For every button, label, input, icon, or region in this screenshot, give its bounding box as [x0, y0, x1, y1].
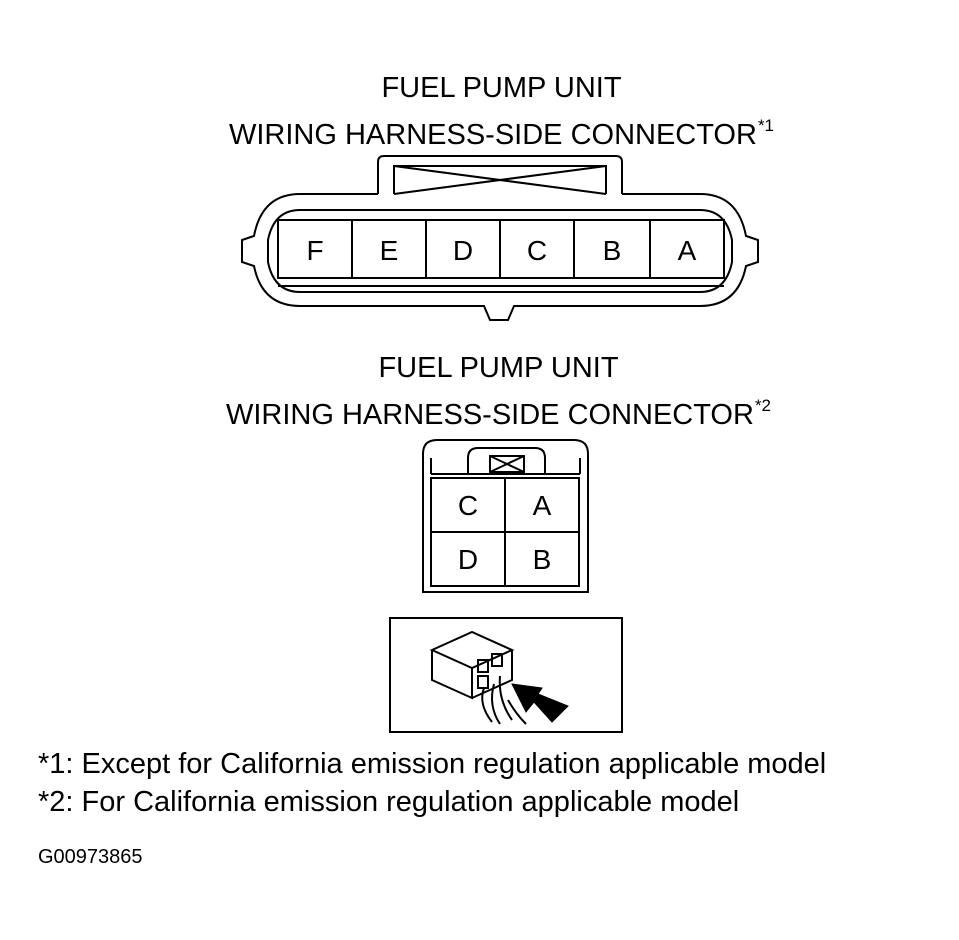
footnote-2: *2: For California emission regulation a…	[38, 786, 740, 818]
connector2-pin-a: A	[533, 490, 552, 521]
figure-id: G00973865	[38, 846, 143, 868]
connector1-pin-e: E	[380, 235, 399, 266]
connector1-pin-d: D	[453, 235, 473, 266]
view-direction-arrow	[511, 683, 569, 723]
connector2-footnote-ref: *2	[754, 396, 772, 415]
connector1-title-line1: FUEL PUMP UNIT	[381, 72, 622, 104]
connector1-pin-a: A	[678, 235, 697, 266]
connector2-body	[422, 439, 589, 593]
connector1-title-line2: WIRING HARNESS-SIDE CONNECTOR*1	[228, 116, 775, 151]
connector2-pin-d: D	[458, 544, 478, 575]
footnote-1: *1: Except for California emission regul…	[38, 748, 827, 780]
connector2-title-line2: WIRING HARNESS-SIDE CONNECTOR*2	[225, 396, 772, 431]
connector1-footnote-ref: *1	[757, 116, 775, 135]
connector2-pin-c: C	[458, 490, 478, 521]
connector1-body	[241, 155, 759, 321]
connector1-pin-b: B	[603, 235, 622, 266]
view-direction-inset	[389, 617, 623, 733]
connector1-pin-f: F	[306, 235, 323, 266]
connector2-pin-b: B	[533, 544, 552, 575]
connector1-pin-c: C	[527, 235, 547, 266]
connector2-title-line1: FUEL PUMP UNIT	[378, 352, 619, 384]
